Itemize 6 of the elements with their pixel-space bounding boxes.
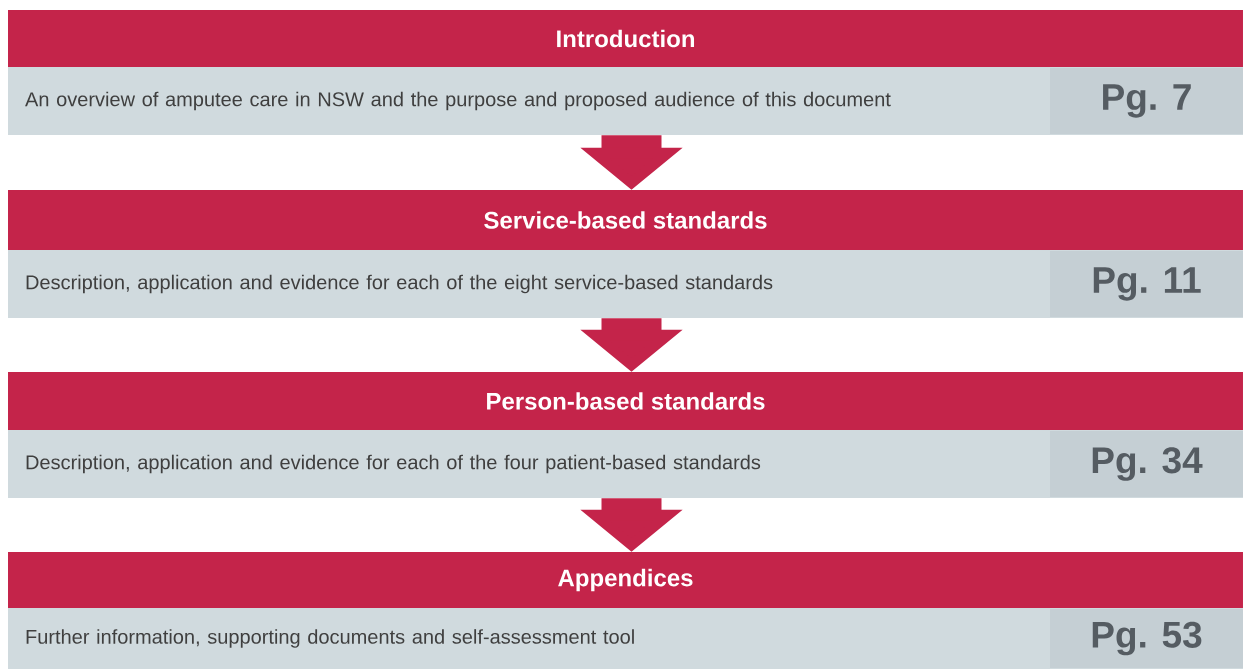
page-number: Pg. 11 bbox=[1050, 251, 1243, 317]
page-number: Pg. 34 bbox=[1050, 431, 1243, 497]
page-number: Pg. 7 bbox=[1050, 68, 1243, 134]
header-band: Introduction bbox=[8, 10, 1243, 67]
page-number: Pg. 53 bbox=[1050, 609, 1243, 668]
header-band: Appendices bbox=[8, 552, 1243, 608]
